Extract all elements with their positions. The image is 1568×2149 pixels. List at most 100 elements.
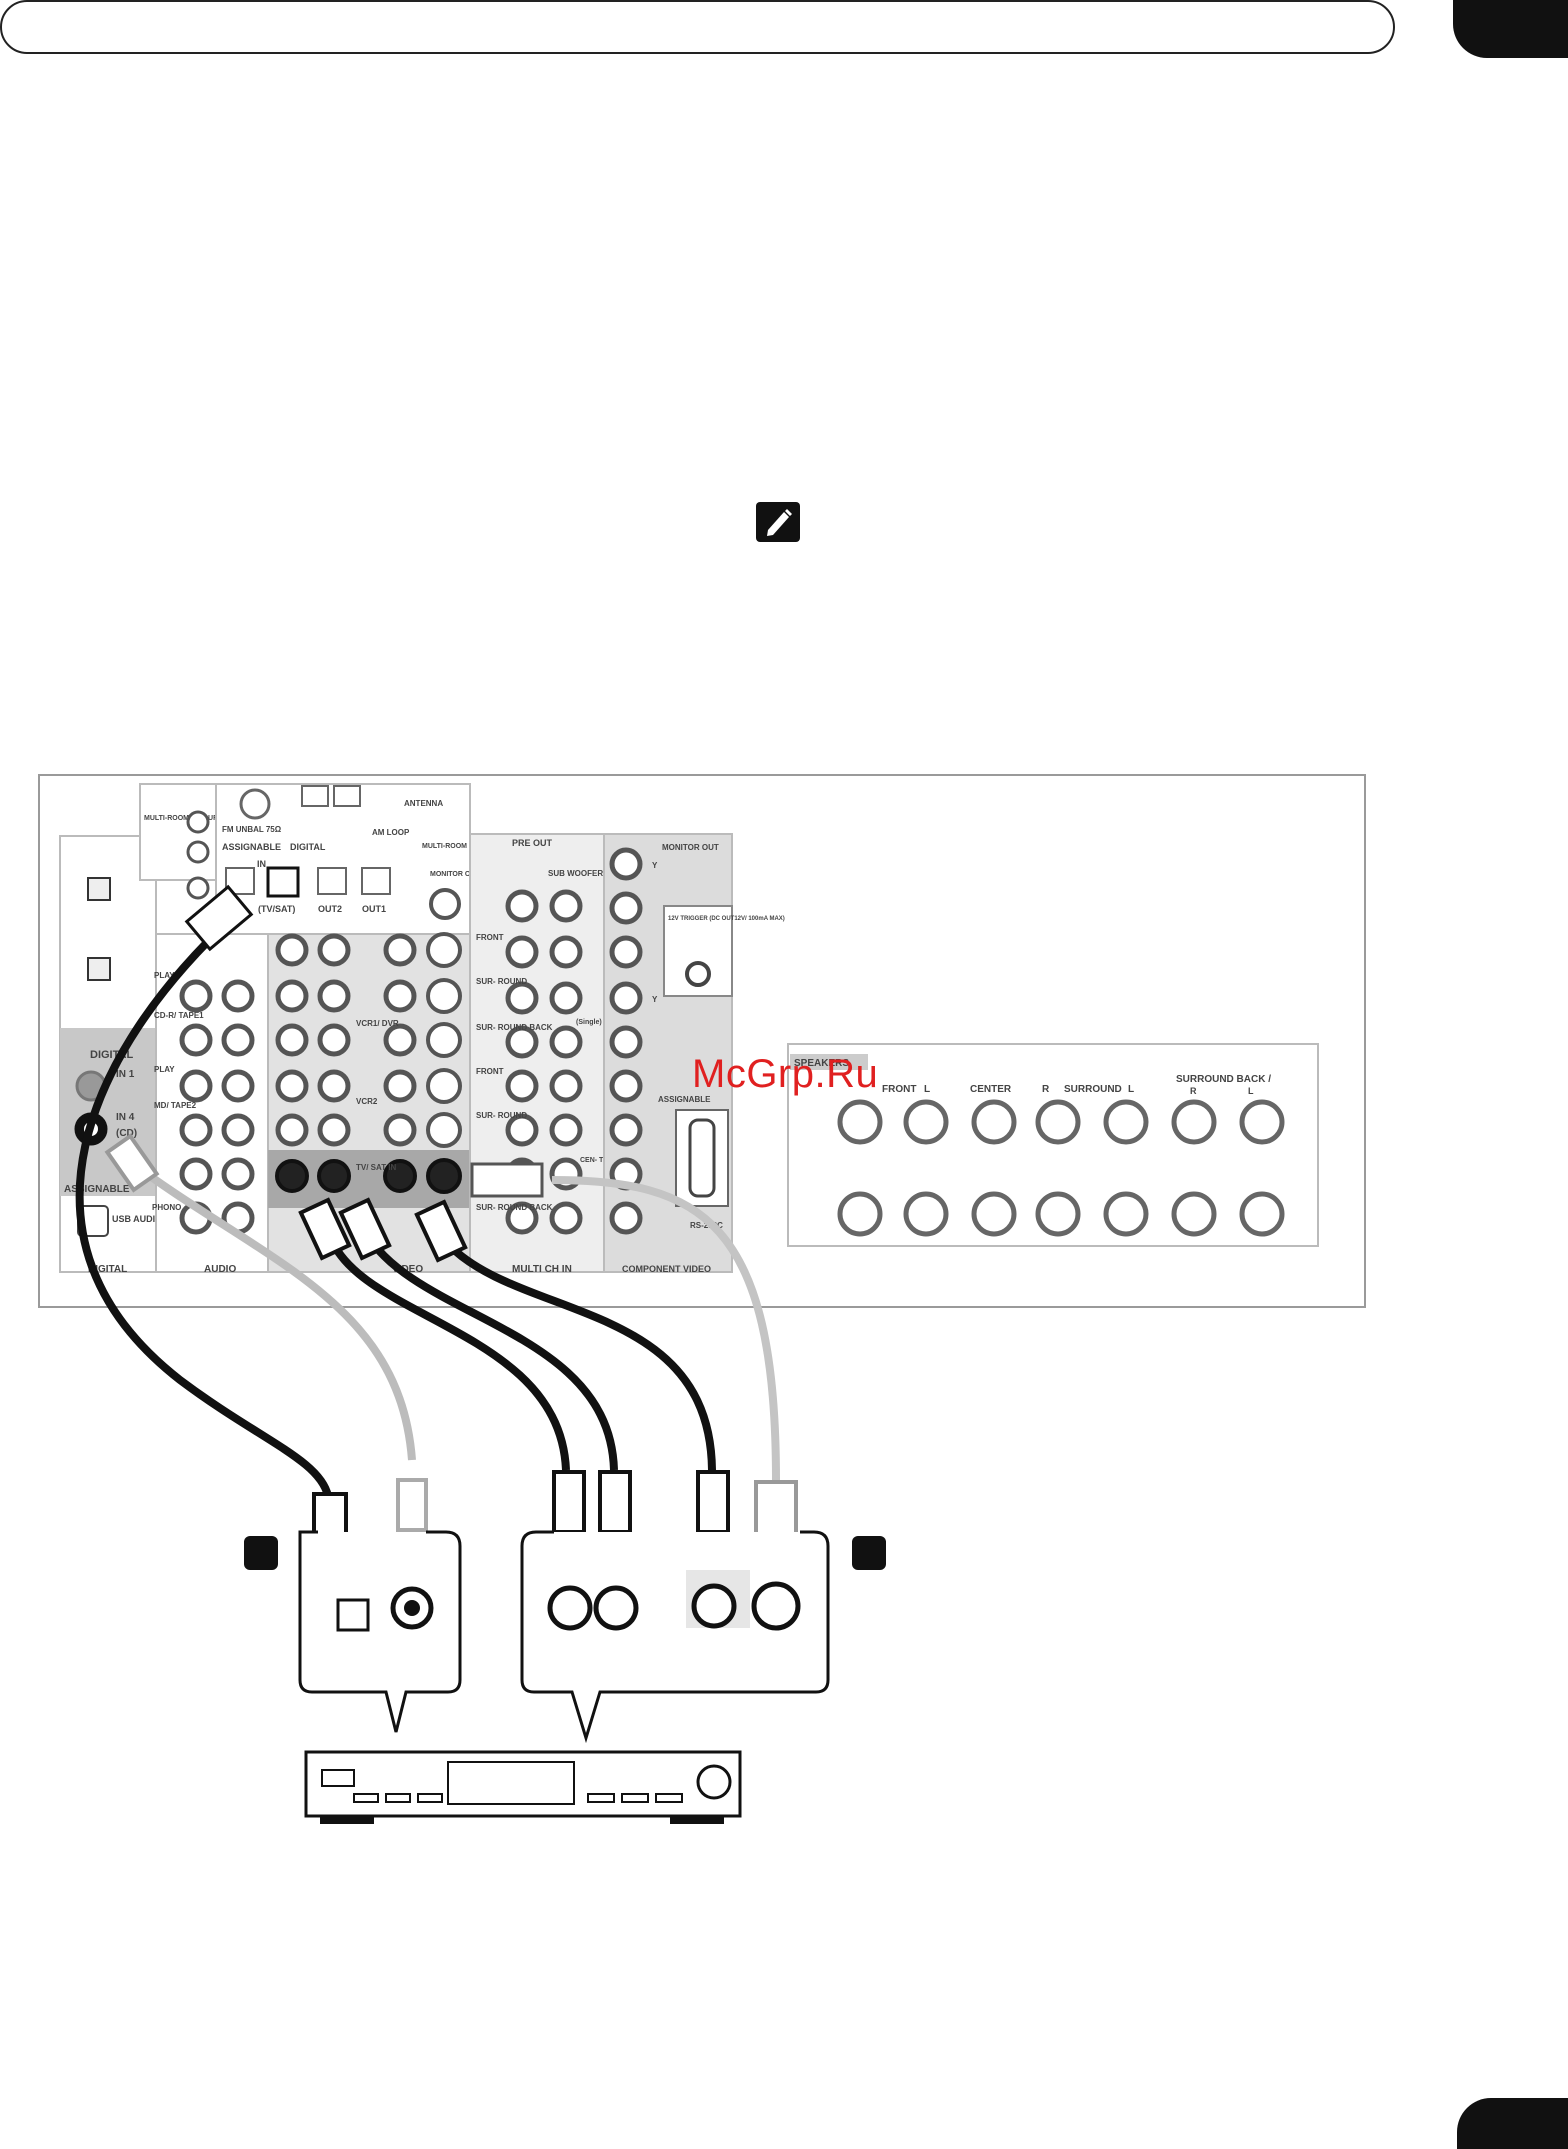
trigger-jack [685,961,711,987]
video-jacks [275,933,417,1147]
audio-row-label: PLAY [154,1065,175,1074]
speakers-sb-r: R [1190,1086,1197,1096]
multi-room-label: MULTI-ROOM & SOURCE [144,815,228,822]
step-marker [244,1536,278,1570]
fm-antenna-jack [239,788,271,820]
sub-woofer-label: SUB WOOFER [548,869,603,878]
s-video-cable [551,1176,780,1481]
optical-in-jack [87,957,111,981]
monitor-out-jack [429,888,461,920]
in1-label: IN 1 [116,1069,135,1080]
audio-row-label: PLAY [154,971,175,980]
device-audio-l-jack [547,1585,593,1631]
bottom-audio-label: AUDIO [204,1264,236,1275]
usb-audio-label: USB AUDIO [112,1214,162,1224]
component-video-label: COMPONENT VIDEO [622,1264,711,1274]
tv-sat-jacks [275,1158,462,1194]
pre-out-label: PRE OUT [512,838,553,848]
rca-plug-device [552,1470,586,1534]
optical-cable [75,915,332,1498]
bottom-video-label: VIDEO [392,1264,423,1275]
component-jacks [609,847,643,1235]
audio-cable-white [125,1156,416,1461]
multi-surround-label: SUR- ROUND [476,1111,527,1120]
device-coaxial-center [404,1600,420,1616]
trigger-label: 12V TRIGGER (DC OUT12V/ 100mA MAX) [668,916,785,922]
component-monitor-out-label: MONITOR OUT [662,843,719,852]
multi-front-label: FRONT [476,1067,504,1076]
note-pencil-icon [756,502,800,542]
chapter-tab [1453,0,1568,58]
device-foot [670,1816,724,1824]
optical-callout [298,1530,462,1733]
device-buttons [353,1793,683,1803]
video-row-label: TV/ SAT IN [356,1163,397,1172]
monitor-out-label: MONITOR OUT [430,871,480,878]
assignable-digital-label: ASSIGNABLE [222,842,281,852]
speakers-title-bg [790,1054,868,1070]
optical-in-tv-sat-jack [266,866,300,898]
am-loop-label: AM LOOP [372,828,410,837]
device-audio-r-jack [593,1585,639,1631]
audio-cable-left [326,1234,570,1471]
assignable-label: ASSIGNABLE [64,1184,130,1195]
device-video-jack [691,1583,737,1629]
am-loop-terminal [301,785,329,807]
speakers-front-label: FRONT [882,1084,916,1095]
center-label: CEN- TER [580,1157,613,1164]
antenna-label: ANTENNA [404,799,443,808]
y-label: Y [652,861,658,870]
ir-jack [186,810,210,834]
speakers-surround-label: SURROUND [1064,1084,1122,1095]
device-foot [320,1816,374,1824]
device-optical-jack [336,1598,370,1632]
out1-label: OUT1 [362,904,386,914]
cd-label: (CD) [116,1128,137,1139]
audio-cable-right [364,1233,618,1471]
in4-label: IN 4 [116,1112,135,1123]
video-cable [445,1241,716,1471]
speakers-surround-r: R [1042,1084,1050,1095]
surround-label: SUR- ROUND [476,977,527,986]
multi-room-source-label: MULTI-ROOM & SOURCE [422,843,506,850]
digital-in-label: IN [257,859,266,869]
multi-surround-back-label: SUR- ROUND BACK [476,1203,553,1212]
audio-row-label: PHONO [152,1203,181,1212]
speakers-sb-l: L [1248,1086,1254,1096]
video-row-label: VCR1/ DVR [356,1019,399,1028]
multi-ch-in-label: MULTI CH IN [512,1264,572,1275]
optical-out2-jack [317,867,347,895]
single-label: (Single) [576,1019,602,1026]
y-label: Y [652,995,658,1004]
component-assignable-label: ASSIGNABLE [658,1095,711,1104]
tv-sat-label: (TV/SAT) [258,904,295,914]
step-marker [852,1536,886,1570]
device-knob [696,1764,732,1800]
speakers-center-label: CENTER [970,1084,1012,1095]
rca-plug-device [696,1470,730,1534]
rca-plug [338,1197,392,1261]
optical-plug [184,884,254,952]
rca-plug-device-white [396,1478,428,1532]
pre-out-jacks [505,889,583,1235]
bottom-digital-label: DIGITAL [88,1264,127,1275]
av-callout [520,1530,830,1744]
speakers-front-l: L [924,1084,930,1095]
video-row-label: VCR2 [356,1097,378,1106]
s-video-plug [470,1162,544,1198]
fm-unbal-label: FM UNBAL 75Ω [222,825,282,834]
speakers-title: SPEAKERS [794,1058,849,1069]
ir-jack [186,840,210,864]
rs232c-port [688,1118,716,1198]
optical-out1-jack [361,867,391,895]
rca-plug-white [104,1133,160,1193]
device-s-video-jack [751,1581,801,1631]
am-loop-terminal [333,785,361,807]
multi-room-strip [139,783,217,881]
device-display-small [321,1769,355,1787]
ir-jack [186,876,210,900]
out2-label: OUT2 [318,904,342,914]
page-tab [1457,2098,1568,2149]
header-bar [0,0,1395,54]
